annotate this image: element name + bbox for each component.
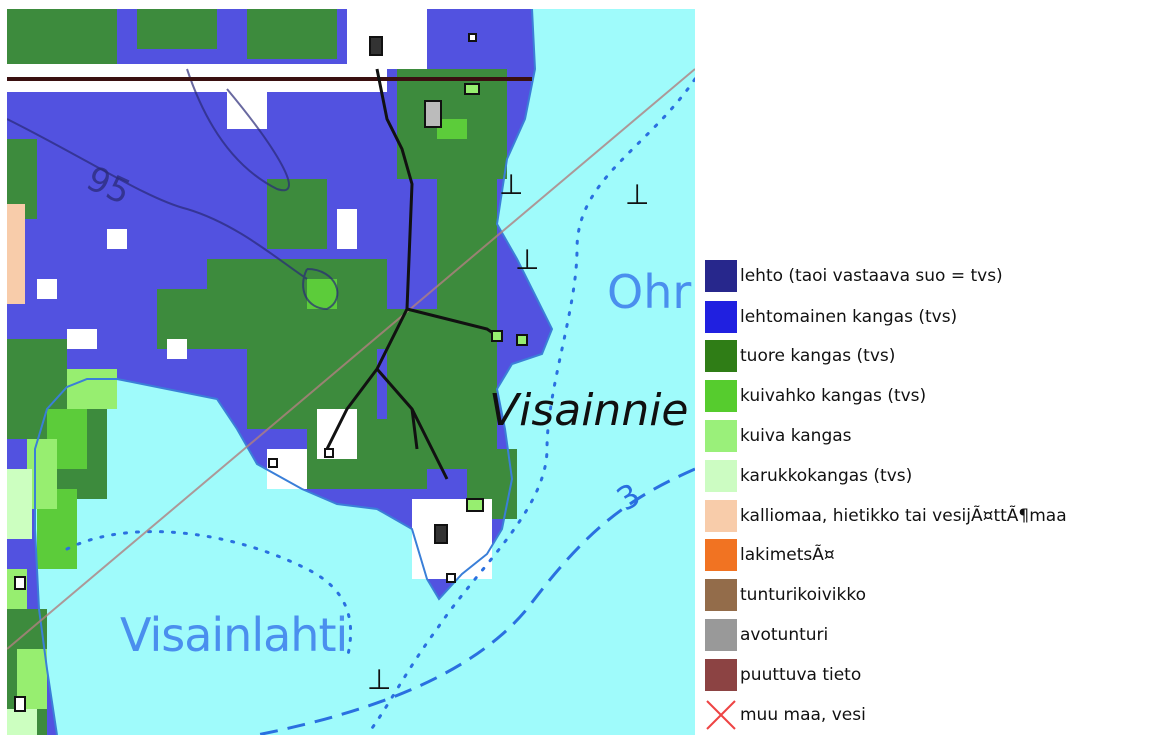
legend-swatch (705, 301, 737, 333)
map-view[interactable]: 95 3 (7, 9, 695, 735)
cross-icon (706, 700, 736, 730)
depth-contour-dotted-2 (65, 530, 353, 661)
legend-label: kalliomaa, hietikko tai vesijÃ¤ttÃ¶maa (740, 506, 1067, 526)
legend-swatch (705, 340, 737, 372)
legend-label: karukkokangas (tvs) (740, 466, 913, 486)
legend-swatch (705, 500, 737, 532)
legend-item-karukkokangas: karukkokangas (tvs) (705, 458, 912, 494)
svg-text:⊥: ⊥ (515, 243, 539, 276)
boundary-line (7, 68, 695, 650)
legend-item-muu-maa-vesi: muu maa, vesi (705, 697, 866, 733)
map-legend: lehto (taoi vastaava suo = tvs) lehtomai… (701, 251, 1160, 735)
place-label-visainlahti: Visainlahti (120, 608, 348, 662)
legend-label: muu maa, vesi (740, 705, 866, 725)
legend-swatch (705, 380, 737, 412)
legend-item-kuiva-kangas: kuiva kangas (705, 418, 852, 454)
legend-label: lakimetsÃ¤ (740, 545, 835, 565)
legend-swatch (705, 619, 737, 651)
legend-label: tunturikoivikko (740, 585, 866, 605)
legend-item-lakimetsa: lakimetsÃ¤ (705, 537, 835, 573)
legend-label: avotunturi (740, 625, 829, 645)
legend-swatch (705, 579, 737, 611)
legend-item-tuore-kangas: tuore kangas (tvs) (705, 338, 895, 374)
legend-swatch (705, 539, 737, 571)
legend-swatch (705, 460, 737, 492)
legend-label: kuiva kangas (740, 426, 852, 446)
depth-markers: ⊥ ⊥ ⊥ ⊥ (367, 168, 649, 696)
karukkokangas-patches (7, 469, 37, 735)
place-label-visainniemi: Visainnie (489, 385, 689, 436)
legend-item-kuivahko-kangas: kuivahko kangas (tvs) (705, 378, 926, 414)
legend-item-tunturikoivikko: tunturikoivikko (705, 577, 866, 613)
svg-text:⊥: ⊥ (499, 168, 523, 201)
shoreline (34, 9, 554, 735)
place-label-ohra: Ohr (607, 265, 692, 319)
legend-label: kuivahko kangas (tvs) (740, 386, 927, 406)
kalliomaa-patches (7, 204, 25, 304)
legend-swatch (705, 260, 737, 292)
legend-label: lehtomainen kangas (tvs) (740, 307, 958, 327)
legend-item-lehtomainen-kangas: lehtomainen kangas (tvs) (705, 299, 957, 335)
svg-text:⊥: ⊥ (625, 178, 649, 211)
legend-swatch (705, 659, 737, 691)
legend-item-lehto: lehto (taoi vastaava suo = tvs) (705, 258, 1003, 294)
legend-item-avotunturi: avotunturi (705, 617, 828, 653)
contour-lines (7, 68, 339, 311)
legend-label: lehto (taoi vastaava suo = tvs) (740, 266, 1003, 286)
legend-label: puuttuva tieto (740, 665, 862, 685)
depth-contour-dashed (256, 467, 695, 735)
legend-label: tuore kangas (tvs) (740, 346, 896, 366)
buildings (14, 33, 528, 712)
legend-swatch (705, 420, 737, 452)
legend-item-puuttuva-tieto: puuttuva tieto (705, 657, 861, 693)
roads (7, 68, 532, 480)
svg-text:⊥: ⊥ (367, 663, 391, 696)
map-canvas[interactable]: 95 3 (7, 9, 695, 735)
legend-item-kalliomaa: kalliomaa, hietikko tai vesijÃ¤ttÃ¶maa (705, 498, 1067, 534)
